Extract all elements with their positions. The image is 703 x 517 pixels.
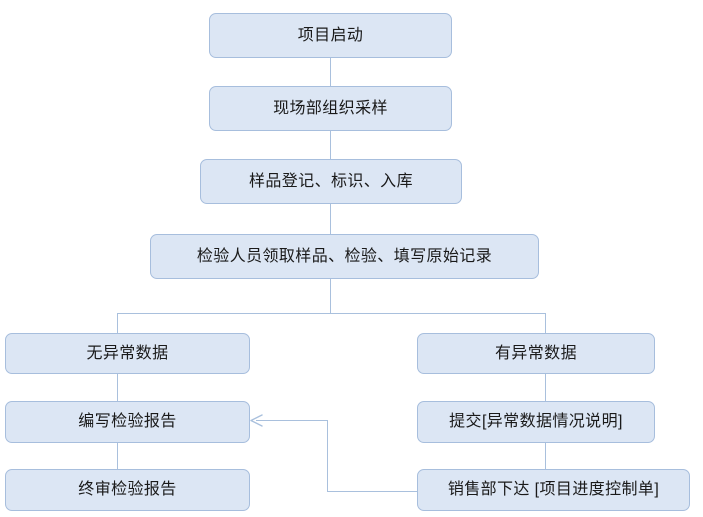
node-label: 无异常数据 <box>86 344 169 362</box>
node-submit-abnormal-note[interactable]: 提交[异常数据情况说明] <box>417 401 655 443</box>
node-label: 样品登记、标识、入库 <box>248 172 413 190</box>
connector-feedback-top <box>256 420 328 421</box>
node-label: 终审检验报告 <box>78 481 177 499</box>
node-label: 检验人员领取样品、检验、填写原始记录 <box>196 247 493 265</box>
node-label: 现场部组织采样 <box>273 99 388 117</box>
node-label: 编写检验报告 <box>78 413 177 431</box>
connector-fork-right-drop <box>545 313 546 334</box>
node-final-review-report[interactable]: 终审检验报告 <box>5 469 250 511</box>
node-sales-dept-order[interactable]: 销售部下达 [项目进度控制单] <box>417 469 690 511</box>
connector-fork-bar <box>117 313 546 314</box>
connector-n2-n3 <box>330 130 331 160</box>
node-no-abnormal-data[interactable]: 无异常数据 <box>5 333 250 374</box>
node-label: 项目启动 <box>297 26 364 44</box>
connector-fork-left-drop <box>117 313 118 334</box>
connector-feedback-bottom <box>327 491 418 492</box>
node-inspection-record[interactable]: 检验人员领取样品、检验、填写原始记录 <box>150 234 539 279</box>
node-write-report[interactable]: 编写检验报告 <box>5 401 250 443</box>
node-label: 有异常数据 <box>494 344 577 362</box>
connector-n7-n9 <box>117 443 118 470</box>
node-label: 销售部下达 [项目进度控制单] <box>447 481 660 499</box>
connector-n6-n8 <box>545 374 546 402</box>
connector-n8-n10 <box>545 443 546 470</box>
node-label: 提交[异常数据情况说明] <box>449 413 623 431</box>
connector-n1-n2 <box>330 57 331 87</box>
node-sample-registration[interactable]: 样品登记、标识、入库 <box>200 159 462 204</box>
node-field-sampling[interactable]: 现场部组织采样 <box>209 86 452 131</box>
node-has-abnormal-data[interactable]: 有异常数据 <box>417 333 655 374</box>
node-project-start[interactable]: 项目启动 <box>209 13 452 58</box>
connector-n5-n7 <box>117 374 118 402</box>
connector-n4-fork-stem <box>330 278 331 313</box>
connector-n3-n4 <box>330 203 331 235</box>
connector-feedback-riser <box>327 420 328 491</box>
